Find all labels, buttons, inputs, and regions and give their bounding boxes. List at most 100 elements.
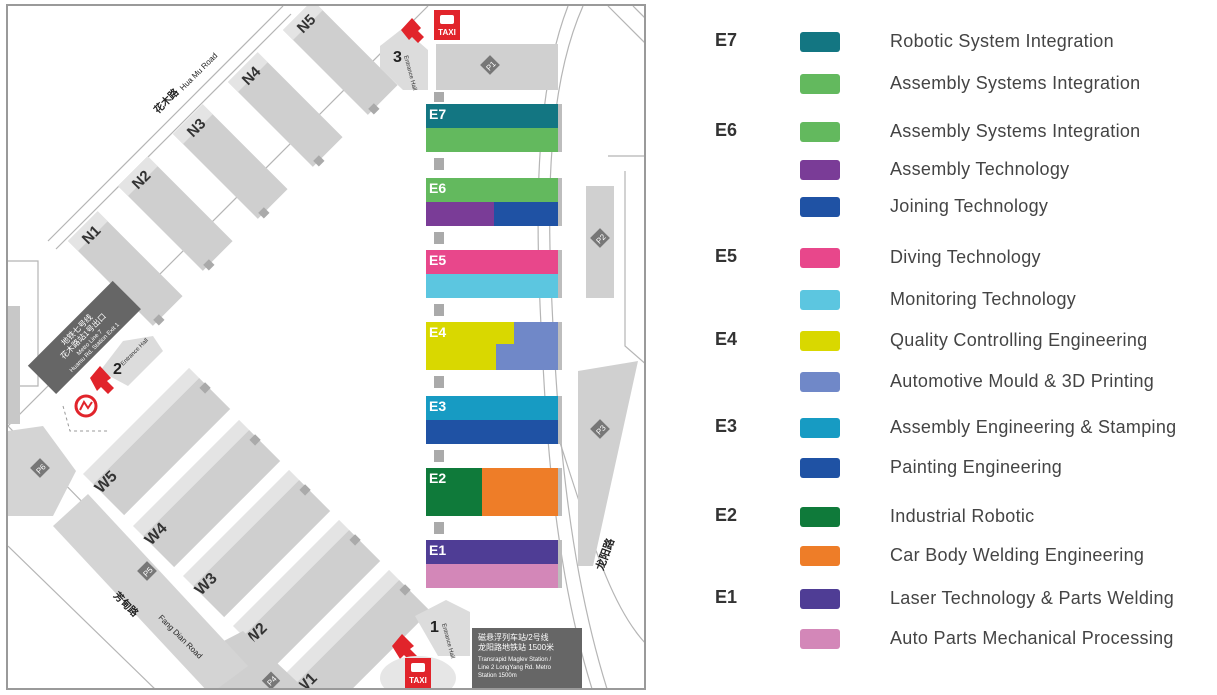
legend-label: Car Body Welding Engineering	[890, 545, 1145, 565]
hall-e4: E4	[426, 322, 562, 388]
entrance-2-number: 2	[113, 361, 122, 378]
hall-e3-label: E3	[429, 398, 446, 414]
legend-row: Auto Parts Mechanical Processing	[700, 627, 1210, 657]
entrance-marker-3	[401, 18, 424, 43]
legend-label: Auto Parts Mechanical Processing	[890, 628, 1174, 648]
hall-e7-label: E7	[429, 106, 446, 122]
entrance-hall-2: 2 Entrance Hall	[100, 336, 163, 386]
hall-w3: W3	[183, 469, 331, 618]
hall-n4: N4	[228, 52, 343, 167]
legend-swatch	[800, 458, 840, 478]
legend-label: Assembly Systems Integration	[890, 73, 1141, 93]
legend-label: Assembly Engineering & Stamping	[890, 417, 1177, 437]
hall-e5-label: E5	[429, 252, 446, 268]
legend-swatch	[800, 589, 840, 609]
parking-p2: P2	[586, 186, 614, 298]
legend-label: Laser Technology & Parts Welding	[890, 588, 1175, 608]
road-huamu-en: Hua Mu Road	[178, 51, 219, 92]
metro-icon	[62, 394, 108, 432]
legend-label: Assembly Systems Integration	[890, 121, 1141, 141]
taxi-stand-top: TAXI	[434, 10, 460, 40]
hall-n3: N3	[173, 104, 288, 219]
legend-row: Car Body Welding Engineering	[700, 544, 1210, 574]
legend-label: Diving Technology	[890, 247, 1041, 267]
maglev-sign: 磁悬浮列车站/2号线 龙阳路地铁站 1500米 Transrapid Magle…	[472, 628, 582, 688]
maglev-line2: 龙阳路地铁站 1500米	[478, 642, 554, 652]
parking-p6: P6	[8, 426, 76, 516]
hall-e3: E3	[426, 396, 562, 462]
legend-row: Assembly Systems Integration	[700, 72, 1210, 102]
hall-e2: E2	[426, 468, 562, 534]
hall-e1: E1	[426, 540, 562, 588]
parking-p5: P5	[53, 494, 248, 688]
legend-hall-code: E5	[715, 246, 738, 266]
legend-label: Assembly Technology	[890, 159, 1070, 179]
taxi-bottom-label: TAXI	[409, 676, 427, 685]
hall-e6: E6	[426, 178, 562, 244]
legend-label: Painting Engineering	[890, 457, 1063, 477]
legend-swatch	[800, 160, 840, 180]
legend-hall-code: E2	[715, 505, 738, 525]
legend-row: E3 Assembly Engineering & Stamping	[700, 416, 1210, 446]
legend-swatch	[800, 629, 840, 649]
legend-swatch	[800, 418, 840, 438]
legend-swatch	[800, 290, 840, 310]
hall-n2: N2	[118, 156, 233, 271]
maglev-line4: Line 2 LongYang Rd. Metro	[478, 665, 552, 671]
legend-row: Assembly Technology	[700, 158, 1210, 188]
legend-hall-code: E6	[715, 120, 738, 140]
legend-row: E1 Laser Technology & Parts Welding	[700, 587, 1210, 617]
hall-e7: E7	[426, 104, 562, 170]
hall-e1-label: E1	[429, 542, 446, 558]
legend-swatch	[800, 122, 840, 142]
legend-hall-code: E1	[715, 587, 738, 607]
entrance-hall-1: 1 Entrance Hall	[415, 600, 470, 659]
hall-e5: E5	[426, 250, 562, 316]
legend-swatch	[800, 372, 840, 392]
legend-row: Automotive Mould & 3D Printing	[700, 370, 1210, 400]
hall-n1: N1	[68, 211, 183, 326]
legend-swatch	[800, 197, 840, 217]
legend-swatch	[800, 248, 840, 268]
taxi-stand-bottom: TAXI	[380, 656, 456, 688]
parking-p4: P4	[218, 631, 304, 688]
legend-swatch	[800, 546, 840, 566]
hall-e6-label: E6	[429, 180, 446, 196]
entrance-marker-2	[90, 366, 114, 394]
hall-w4: W4	[133, 419, 281, 568]
hall-n5: N5	[283, 6, 398, 115]
legend-row: Monitoring Technology	[700, 288, 1210, 318]
legend-label: Monitoring Technology	[890, 289, 1077, 309]
hall-w1: W1	[283, 569, 431, 688]
legend-row: E5 Diving Technology	[700, 246, 1210, 276]
hall-e4-label: E4	[429, 324, 446, 340]
legend-row: Joining Technology	[700, 195, 1210, 225]
legend-label: Quality Controlling Engineering	[890, 330, 1148, 350]
legend-hall-code: E3	[715, 416, 738, 436]
parking-p3: P3	[578, 361, 638, 566]
legend-row: E2 Industrial Robotic	[700, 505, 1210, 535]
legend-swatch	[800, 331, 840, 351]
legend-label: Automotive Mould & 3D Printing	[890, 371, 1155, 391]
legend-swatch	[800, 74, 840, 94]
legend-swatch	[800, 32, 840, 52]
maglev-line3: Transrapid Maglev Station /	[478, 657, 551, 663]
parking-p1: P1	[436, 44, 558, 90]
entrance-hall-3: 3 Entrance Hall	[380, 28, 428, 91]
maglev-line5: Station 1500m	[478, 673, 517, 679]
legend-label: Joining Technology	[890, 196, 1049, 216]
legend-row: E4 Quality Controlling Engineering	[700, 329, 1210, 359]
left-building	[8, 306, 20, 424]
legend-label: Industrial Robotic	[890, 506, 1035, 526]
legend-row: Painting Engineering	[700, 456, 1210, 486]
entrance-1-number: 1	[430, 619, 439, 636]
taxi-top-label: TAXI	[438, 28, 456, 37]
legend-hall-code: E4	[715, 329, 738, 349]
hall-e2-label: E2	[429, 470, 446, 486]
legend-label: Robotic System Integration	[890, 31, 1114, 51]
